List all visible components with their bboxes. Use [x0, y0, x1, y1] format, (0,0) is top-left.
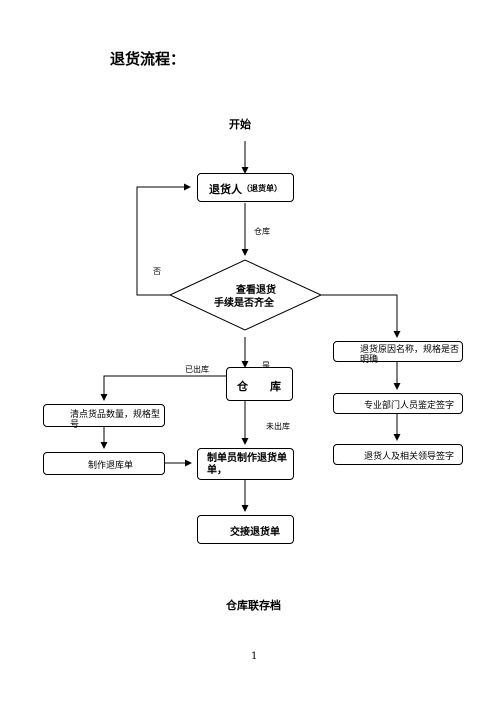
- reason-label: 退货原因名称，规格是否明确: [360, 345, 460, 365]
- edge-no-label: 否: [153, 267, 161, 276]
- returner-sub: （退货单）: [242, 184, 282, 193]
- edge-yes-label: 是: [262, 361, 270, 370]
- page-number: 1: [251, 651, 258, 662]
- reason-box: 退货原因名称，规格是否明确: [333, 341, 463, 365]
- handover-box: 交接退货单: [197, 515, 294, 544]
- edge-not-shipped-label: 未出库: [266, 422, 290, 431]
- dept-box: 专业部门人员鉴定签字: [333, 393, 463, 414]
- start-label: 开始: [229, 118, 251, 131]
- warehouse-label: 仓 库: [237, 380, 281, 393]
- edge-warehouse-label: 仓库: [254, 227, 270, 236]
- leader-box: 退货人及相关领导签字: [333, 444, 463, 465]
- dept-label: 专业部门人员鉴定签字: [364, 401, 455, 411]
- edge-shipped-label: 已出库: [185, 365, 209, 374]
- count-box: 清点货品数量，规格型号: [43, 404, 165, 430]
- page-title: 退货流程：: [110, 50, 186, 68]
- returner-main: 退货人: [209, 183, 242, 196]
- clerk-box: 制单员制作退货单单，: [197, 448, 294, 480]
- footer-label: 仓库联存档: [226, 599, 281, 612]
- make-return-box: 制作退库单: [43, 452, 165, 475]
- make-return-label: 制作退库单: [88, 461, 134, 471]
- warehouse-box: 仓 库: [226, 367, 293, 401]
- returner-box: 退货人 （退货单）: [197, 173, 294, 202]
- clerk-label: 制单员制作退货单单，: [207, 453, 287, 476]
- count-label: 清点货品数量，规格型号: [70, 410, 161, 430]
- decision-diamond: [168, 259, 323, 331]
- handover-label: 交接退货单: [230, 527, 280, 538]
- decision-line1: 查看退货: [236, 285, 276, 296]
- leader-label: 退货人及相关领导签字: [364, 452, 455, 462]
- decision-line2: 手续是否齐全: [214, 298, 274, 309]
